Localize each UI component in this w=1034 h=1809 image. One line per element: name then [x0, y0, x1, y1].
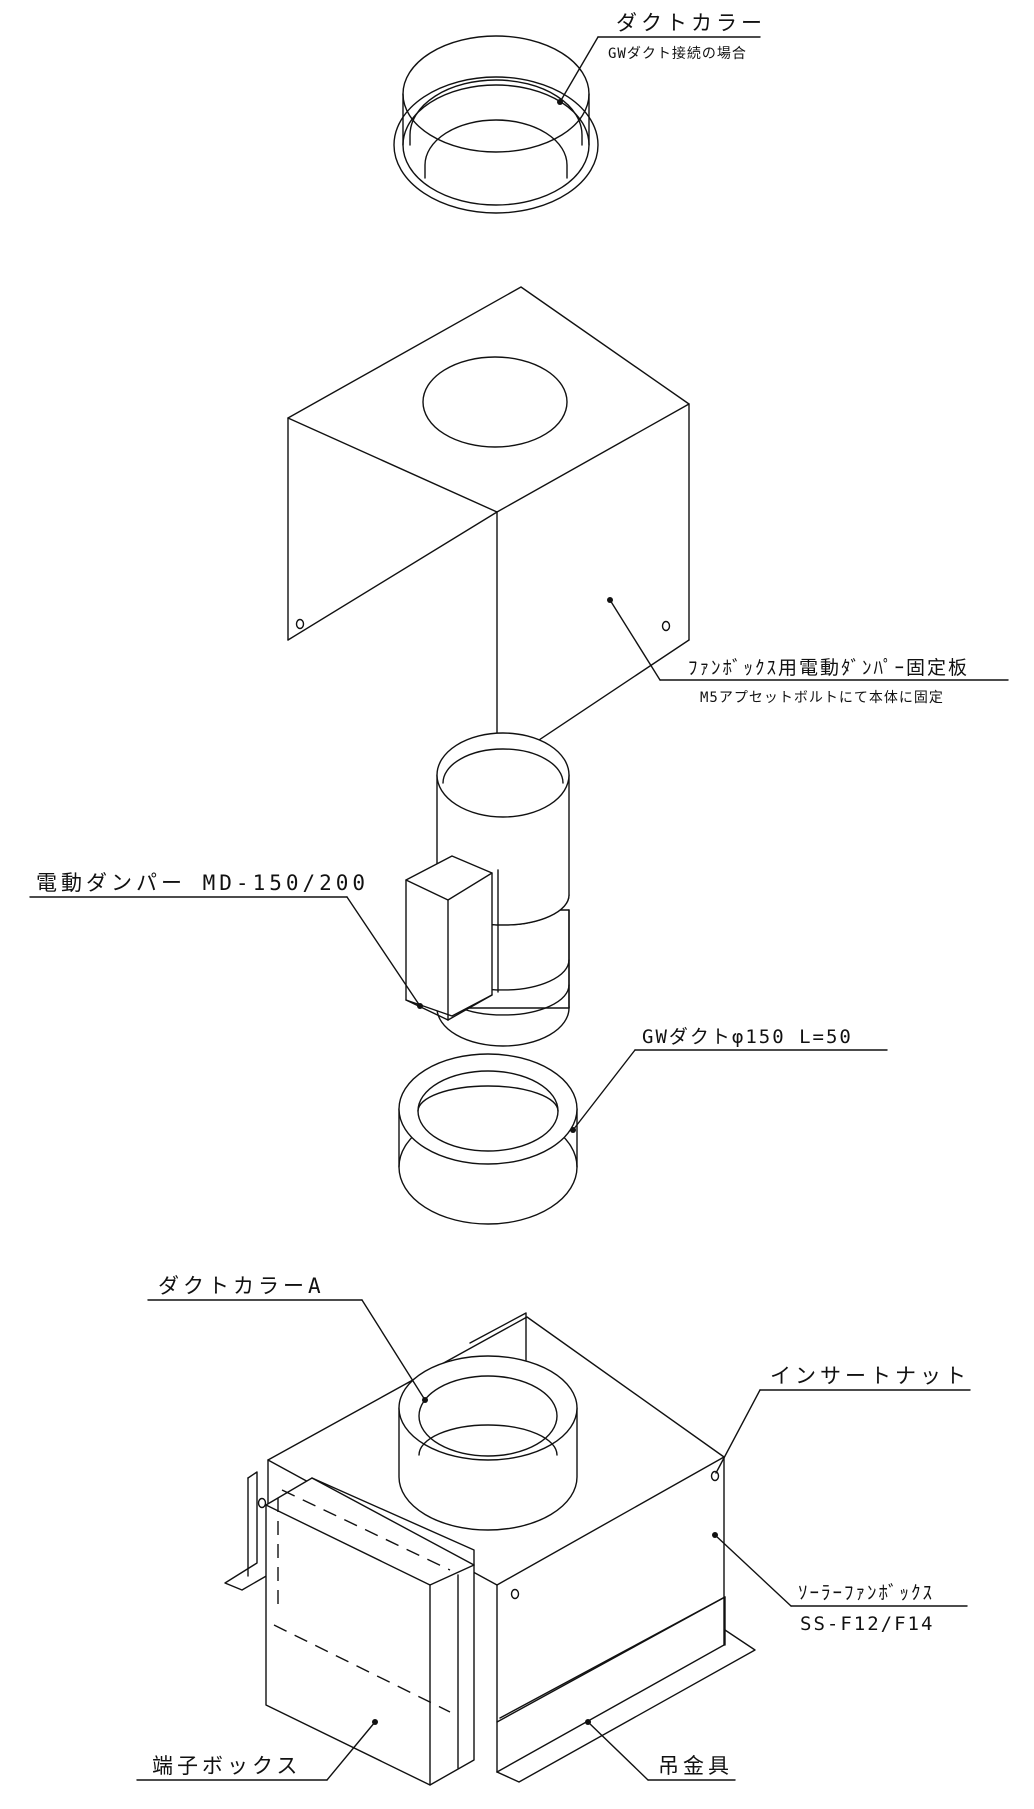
duct-collar-part [393, 35, 599, 214]
hanger-label: 吊金具 [658, 1754, 733, 1778]
gw-duct-label: GWダクトφ150 L=50 [642, 1026, 853, 1048]
fixing-plate-part [287, 286, 690, 769]
damper-label: 電動ダンパー MD-150/200 [36, 871, 369, 895]
duct-collar-label: ダクトカラー [616, 11, 766, 35]
fixing-plate-label: ﾌｧﾝﾎﾞｯｸｽ用電動ﾀﾞﾝﾊﾟｰ固定板 [688, 657, 969, 679]
duct-collar-a-label: ダクトカラーA [158, 1274, 325, 1298]
fan-box-model: SS-F12/F14 [800, 1613, 934, 1635]
insert-nut-label: インサートナット [770, 1364, 970, 1388]
gw-duct-part [398, 1053, 578, 1225]
motorized-damper-part [405, 732, 570, 1047]
duct-collar-note: GWダクト接続の場合 [608, 45, 747, 62]
solar-fan-box-part [224, 1312, 756, 1786]
fixing-plate-note: M5アプセットボルトにて本体に固定 [700, 690, 944, 706]
leader-lines [29, 36, 1009, 1781]
terminal-box-label: 端子ボックス [152, 1754, 301, 1778]
fan-box-label: ｿｰﾗｰﾌｧﾝﾎﾞｯｸｽ [798, 1582, 934, 1604]
